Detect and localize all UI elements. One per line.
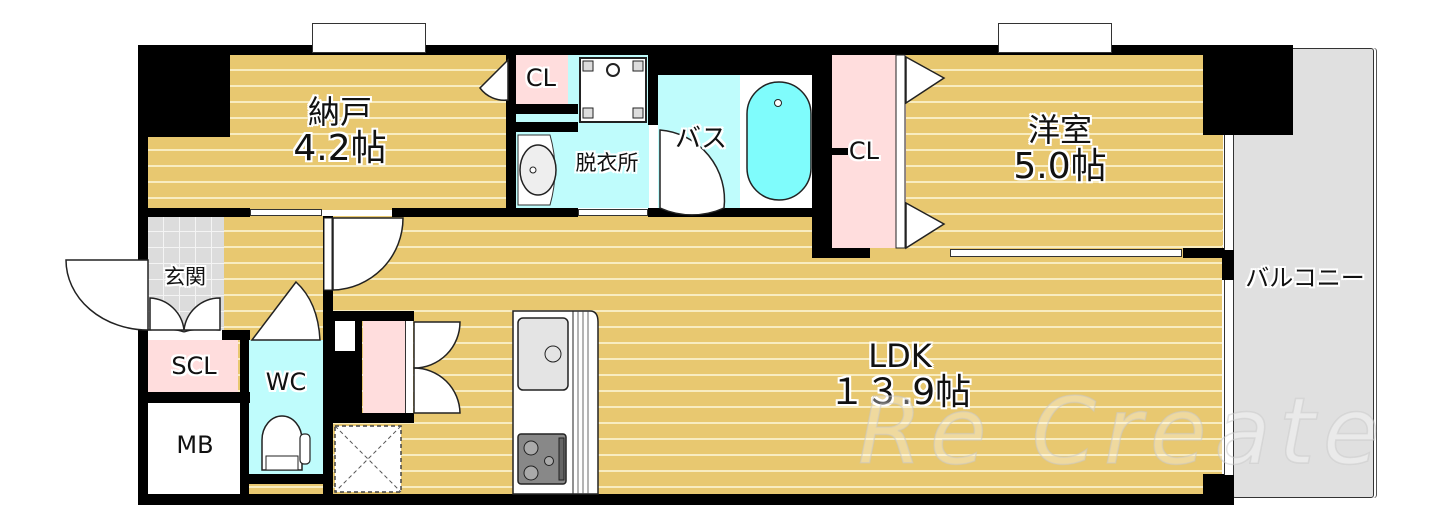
storage-room-label: 納戸 4.2帖	[280, 93, 400, 167]
wall-storage-bottom-r	[392, 208, 578, 217]
balcony-window-mullion	[1222, 250, 1234, 280]
column-top-right	[1203, 45, 1293, 135]
sliding-door-dressing	[578, 209, 648, 216]
wall-closet-bottom	[506, 104, 578, 114]
sliding-door-western	[950, 249, 1182, 257]
wall-entrance-right	[222, 330, 250, 340]
wall-bath-bottom	[648, 208, 828, 217]
window-storage	[312, 23, 426, 53]
western-room-name: 洋室	[1027, 111, 1092, 149]
closet-top-fill	[516, 55, 568, 105]
wall-bath-top	[648, 55, 828, 75]
outer-wall-bottom	[138, 494, 1234, 505]
storage-room-size: 4.2帖	[293, 127, 387, 169]
ldk-label: LDK １３.9帖	[820, 337, 980, 411]
window-western	[998, 23, 1112, 53]
shoe-closet-label: SCL	[171, 352, 217, 380]
entrance-label: 玄関	[164, 265, 206, 289]
bath-label: バス	[674, 124, 727, 154]
closet-western-label: CL	[848, 137, 880, 165]
pantry-door-strip	[405, 321, 413, 413]
wall-pantry-bottom	[332, 413, 414, 423]
wall-scl-bottom	[138, 392, 250, 403]
pantry-shelf	[335, 321, 355, 351]
outer-wall-left	[138, 45, 148, 260]
western-room-size: 5.0帖	[1013, 145, 1107, 187]
column-top-left	[138, 45, 230, 137]
wall-closet-bottom2	[506, 122, 578, 132]
dressing-room-label: 脱衣所	[575, 151, 639, 175]
ldk-name: LDK	[868, 337, 932, 375]
column-bottom-right	[1203, 474, 1234, 505]
ldk-size: １３.9帖	[828, 371, 972, 413]
sliding-door-storage	[250, 209, 322, 216]
storage-room-name: 納戸	[307, 93, 372, 131]
wall-storage-bottom	[138, 208, 250, 217]
western-room-label: 洋室 5.0帖	[1000, 111, 1120, 185]
balcony-label: バルコニー	[1245, 264, 1365, 292]
wall-pantry	[332, 311, 414, 321]
kitchen-pantry	[363, 321, 405, 413]
wall-western-bottom-r	[1183, 248, 1233, 258]
wc-label: WC	[265, 368, 307, 396]
wall-western-bottom	[812, 248, 870, 258]
outer-wall-top-left	[138, 45, 828, 55]
closet-top-label: CL	[525, 64, 557, 92]
outer-wall-left-lower	[138, 330, 148, 505]
shoe-closet	[148, 340, 238, 392]
wall-dressing-bath	[648, 55, 658, 125]
meter-box	[148, 403, 240, 495]
wall-scl-right	[240, 330, 249, 500]
meter-box-label: MB	[176, 431, 214, 459]
balcony-sliding-window	[1224, 135, 1234, 475]
wall-bath-right	[812, 45, 832, 255]
wall-wc-bottom	[249, 474, 329, 484]
wall-wc-right	[323, 216, 333, 496]
